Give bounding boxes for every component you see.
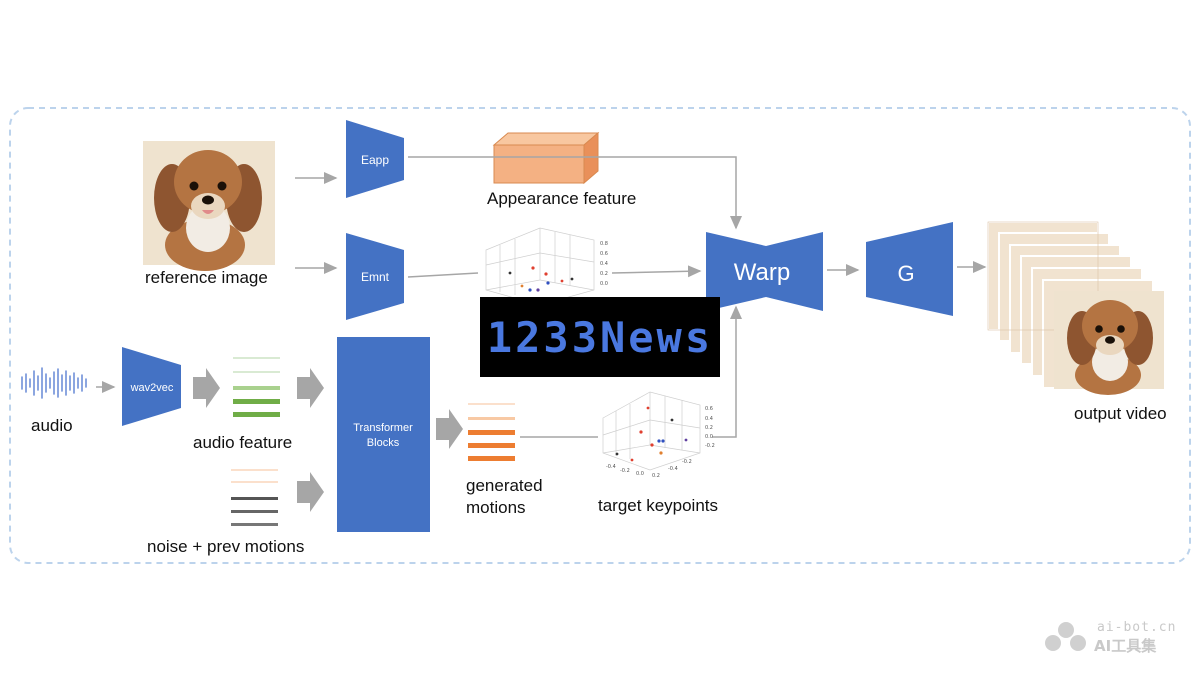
audio-feature-stripes — [233, 357, 280, 417]
appearance-feature-label: Appearance feature — [487, 189, 637, 208]
eapp-label: Eapp — [361, 153, 389, 167]
svg-text:0.2: 0.2 — [705, 425, 713, 431]
svg-text:-0.2: -0.2 — [682, 459, 692, 465]
generated-motions-label-2: motions — [466, 498, 526, 517]
warp-label: Warp — [734, 259, 790, 286]
watermark-brand: AI工具集 — [1094, 637, 1157, 655]
connector-arrows — [96, 156, 987, 438]
warp-block — [706, 232, 823, 311]
transformer-label-1: Transformer — [353, 422, 413, 434]
g-block — [866, 222, 953, 316]
keypoint-plot-lower-ticks: 0.6 0.4 0.2 0.0 -0.2 -0.4 -0.2 0.0 0.2 -0.4 -0.… — [606, 406, 715, 479]
block-arrow-3 — [297, 472, 324, 512]
watermark-logo-icon — [1045, 622, 1086, 651]
news-banner-overlay: 1233News — [480, 297, 720, 377]
wav2vec-label: wav2vec — [130, 382, 174, 394]
svg-text:0.0: 0.0 — [705, 434, 713, 440]
noise-prev-motions-label: noise + prev motions — [147, 537, 305, 556]
svg-text:0.6: 0.6 — [705, 406, 713, 412]
transformer-blocks — [337, 337, 430, 532]
block-arrow-1 — [193, 368, 220, 408]
svg-text:0.2: 0.2 — [652, 473, 660, 479]
audio-feature-label: audio feature — [193, 433, 293, 452]
svg-text:0.4: 0.4 — [600, 261, 608, 267]
svg-text:0.8: 0.8 — [600, 241, 608, 247]
svg-text:0.0: 0.0 — [600, 281, 608, 287]
svg-text:0.2: 0.2 — [600, 271, 608, 277]
appearance-feature-cube — [492, 131, 600, 185]
emnt-block — [346, 233, 404, 320]
block-arrow-4 — [436, 409, 463, 449]
g-label: G — [897, 261, 914, 286]
output-video-label: output video — [1074, 404, 1167, 423]
reference-image-label: reference image — [145, 268, 268, 287]
eapp-block — [346, 120, 404, 198]
svg-text:-0.4: -0.4 — [668, 466, 678, 472]
keypoint-plot-lower — [602, 391, 701, 471]
target-keypoints-label: target keypoints — [598, 496, 719, 515]
svg-text:0.4: 0.4 — [705, 416, 713, 422]
svg-text:-0.4: -0.4 — [606, 464, 616, 470]
svg-text:0.6: 0.6 — [600, 251, 608, 257]
noise-prev-motions-stripes — [231, 469, 278, 526]
svg-text:0.0: 0.0 — [636, 471, 644, 477]
generated-motions-label-1: generated — [466, 476, 543, 495]
audio-waveform-icon — [21, 367, 87, 399]
generated-motions-stripes — [468, 403, 515, 461]
keypoint-plot-lower-points — [615, 406, 688, 462]
svg-text:-0.2: -0.2 — [620, 468, 630, 474]
emnt-label: Emnt — [361, 270, 390, 284]
block-arrow-2 — [297, 368, 324, 408]
transformer-label-2: Blocks — [367, 437, 400, 449]
keypoint-plot-upper-ticks: 0.8 0.6 0.4 0.2 0.0 — [600, 241, 608, 287]
svg-text:-0.2: -0.2 — [705, 443, 715, 449]
reference-image-photo — [143, 141, 275, 271]
wav2vec-block — [122, 347, 181, 426]
dashed-frame — [9, 107, 1191, 564]
news-banner-text: 1233News — [486, 312, 714, 362]
output-video-photo — [1054, 291, 1164, 395]
keypoint-plot-upper-points — [508, 266, 574, 292]
keypoint-plot-upper — [485, 227, 595, 306]
watermark-domain: ai-bot.cn — [1097, 620, 1177, 635]
audio-label: audio — [31, 416, 73, 435]
